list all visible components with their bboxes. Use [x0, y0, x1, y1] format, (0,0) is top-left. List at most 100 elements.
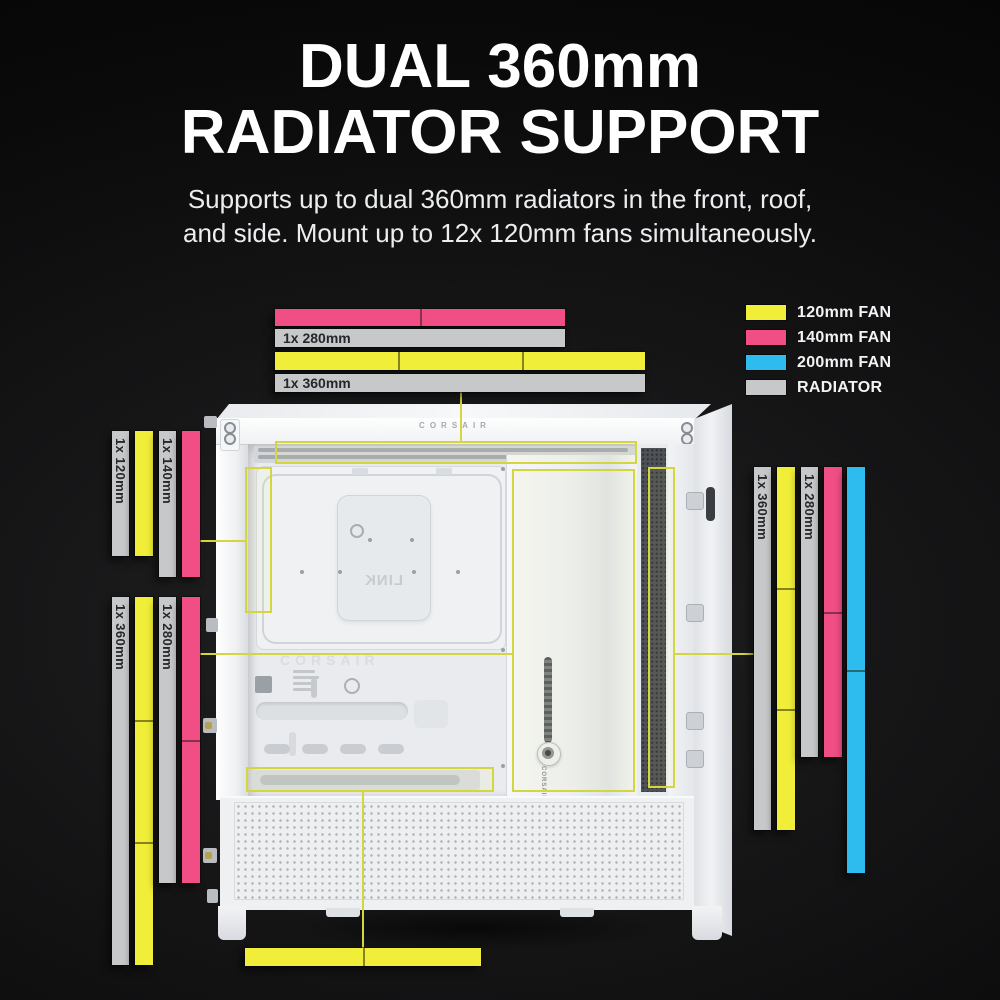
left-upper-radiator-140: 1x 140mm [159, 431, 176, 577]
right-fan-400-divider-1 [847, 670, 865, 672]
legend-140mm-fan: 140mm FAN [746, 328, 892, 346]
standoff-dot [410, 538, 414, 542]
zone-front-radiator [245, 467, 272, 613]
left-lower-radiator-280-label: 1x 280mm [160, 604, 175, 671]
legend-140mm-fan-label: 140mm FAN [797, 328, 892, 346]
vent-slot [302, 744, 328, 754]
left-lower-radiator-360-label: 1x 360mm [113, 604, 128, 671]
psu-shroud-vent-slot [260, 775, 460, 785]
left-lower-fan-360-divider-1 [135, 720, 153, 722]
cable-grommet [255, 676, 272, 693]
rear-clip [686, 712, 704, 730]
side-mesh-strip [641, 448, 666, 792]
page-title: DUAL 360mm RADIATOR SUPPORT [0, 32, 1000, 167]
legend-120mm-fan-swatch [746, 305, 786, 320]
left-lower-fan-280-divider-1 [182, 740, 200, 742]
right-fan-280 [824, 467, 842, 757]
case-side-tab [204, 416, 217, 428]
panel-screw-dot [501, 764, 505, 768]
right-radiator-360-label: 1x 360mm [755, 474, 770, 541]
connector-mid-right [675, 653, 755, 655]
left-upper-fan-120 [135, 431, 153, 556]
case-rear-handle-notch [706, 487, 715, 521]
screw-ring-icon [350, 524, 364, 538]
right-radiator-280-label: 1x 280mm [802, 474, 817, 541]
left-upper-radiator-120-label: 1x 120mm [113, 438, 128, 505]
brass-standoff-icon [205, 852, 212, 859]
fan-hub-label-line [293, 670, 315, 673]
top-fan-360-divider-1 [398, 352, 400, 370]
cable-cutout [256, 702, 408, 720]
left-upper-radiator-140-label: 1x 140mm [160, 438, 175, 505]
subtitle-line-2: and side. Mount up to 12x 120mm fans sim… [183, 218, 817, 249]
case-foot [218, 906, 246, 940]
case-side-tab [207, 889, 218, 903]
zone-psu-shroud [246, 767, 494, 792]
left-lower-fan-360 [135, 597, 153, 965]
tray-bracket [352, 468, 368, 475]
legend-120mm-fan-label: 120mm FAN [797, 303, 892, 321]
bottom-fan-240-divider-1 [363, 948, 365, 966]
right-fan-360-divider-1 [777, 588, 795, 590]
motherboard-tray-frame [262, 474, 502, 644]
rear-clip [686, 750, 704, 768]
cpu-cutout-plate [337, 495, 431, 621]
right-fan-280-divider-1 [824, 612, 842, 614]
case-foot [692, 906, 722, 940]
gpu-support-knob [537, 742, 561, 766]
tray-watermark-text: CORSAIR [280, 652, 380, 668]
case-bottom-tab [560, 908, 594, 917]
standoff-dot [300, 570, 304, 574]
fan-hub-label-line [293, 682, 313, 685]
top-radiator-280-label: 1x 280mm [283, 330, 351, 346]
top-fan-360-divider-2 [522, 352, 524, 370]
top-fan-360 [275, 352, 645, 370]
top-radiator-360: 1x 360mm [275, 374, 645, 392]
top-fan-280 [275, 309, 565, 326]
left-lower-radiator-280: 1x 280mm [159, 597, 176, 883]
page-subtitle: Supports up to dual 360mm radiators in t… [0, 182, 1000, 251]
right-radiator-280: 1x 280mm [801, 467, 818, 757]
brass-standoff-icon [205, 722, 212, 729]
vent-slot [340, 744, 366, 754]
standoff-dot [368, 538, 372, 542]
roof-vent-slat [258, 448, 628, 452]
connector-bottom [362, 792, 364, 949]
screw-ring-icon [344, 678, 360, 694]
case-top-face [216, 404, 711, 420]
case-roof-brand-text: CORSAIR [419, 421, 491, 430]
top-radiator-360-label: 1x 360mm [283, 375, 351, 391]
legend-radiator-swatch [746, 380, 786, 395]
right-fan-360-divider-2 [777, 709, 795, 711]
top-fan-280-divider-1 [420, 309, 422, 326]
top-radiator-280: 1x 280mm [275, 329, 565, 347]
rear-clip [686, 492, 704, 510]
zone-side-mesh [648, 467, 675, 788]
case-bottom-tab [326, 908, 360, 917]
left-upper-radiator-120: 1x 120mm [112, 431, 129, 556]
legend-120mm-fan: 120mm FAN [746, 303, 892, 321]
connector-mid-left [200, 653, 512, 655]
left-lower-radiator-360: 1x 360mm [112, 597, 129, 965]
zone-roof-radiator [275, 441, 637, 464]
side-mount-panel [506, 455, 637, 796]
title-line-1: DUAL 360mm [298, 32, 701, 101]
gpu-support-knob-center [545, 750, 551, 756]
rear-clip [686, 604, 704, 622]
fan-hub-label-line [293, 676, 319, 679]
cable-slot [311, 678, 317, 698]
left-lower-fan-280 [182, 597, 200, 883]
vent-slot [264, 744, 290, 754]
case-side-tab [206, 618, 218, 632]
zone-side-radiator [512, 469, 635, 792]
vent-slot [378, 744, 404, 754]
standoff-dot [412, 570, 416, 574]
cable-cutout [414, 700, 448, 728]
right-fan-360 [777, 467, 795, 830]
panel-screw-dot [501, 467, 505, 471]
left-upper-fan-140 [182, 431, 200, 577]
